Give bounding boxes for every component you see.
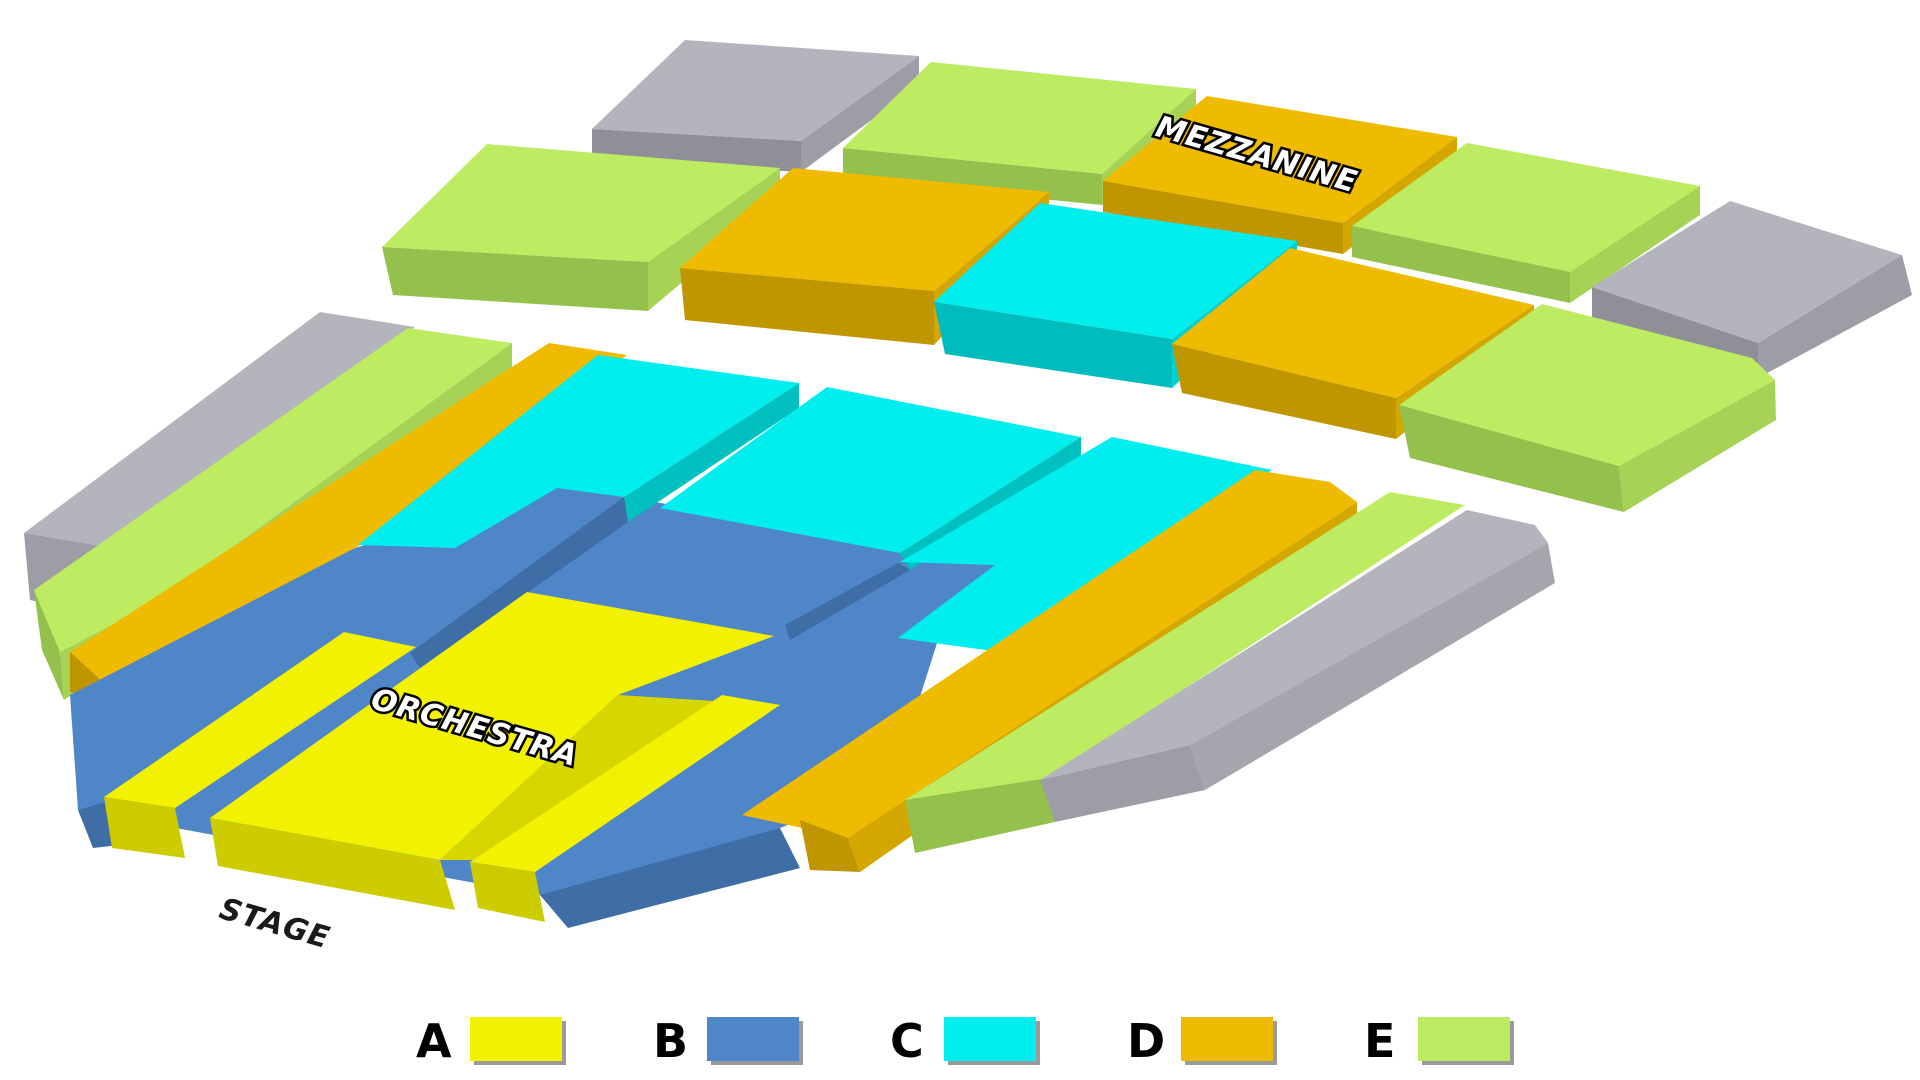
- legend-swatch: [707, 1017, 799, 1061]
- legend-swatch: [1181, 1017, 1273, 1061]
- orch-block-cyan-right[interactable]: [898, 437, 1272, 652]
- legend-item-b: B: [653, 1014, 803, 1068]
- orch-strip-grey-right[interactable]: [1040, 510, 1555, 822]
- legend-swatch: [944, 1017, 1036, 1061]
- legend-item-c: C: [890, 1014, 1040, 1068]
- orch-block-cyan-left[interactable]: [358, 355, 799, 548]
- legend-letter: A: [416, 1014, 452, 1068]
- orch-strip-green-right[interactable]: [905, 492, 1465, 853]
- legend-swatch: [1418, 1017, 1510, 1061]
- legend-item-e: E: [1364, 1014, 1514, 1068]
- orch-blue-ridge-1: [410, 497, 628, 668]
- stage-label: STAGE: [215, 891, 333, 956]
- legend-swatch: [470, 1017, 562, 1061]
- legend-item-a: A: [416, 1014, 566, 1068]
- orchestra-section: ORCHESTRA: [24, 312, 1555, 928]
- legend-letter: B: [653, 1014, 688, 1068]
- orch-block-yellow-lower[interactable]: [470, 695, 780, 922]
- mezzanine-section: MEZZANINE: [382, 40, 1912, 512]
- orch-block-yellow-left[interactable]: [104, 632, 416, 858]
- mezz-block-green-back-2[interactable]: [1352, 143, 1700, 303]
- legend-item-d: D: [1127, 1014, 1277, 1068]
- price-legend: A B C D E: [416, 1014, 1514, 1068]
- legend-letter: C: [890, 1014, 924, 1068]
- legend-letter: E: [1364, 1014, 1395, 1068]
- mezz-block-green-front-right[interactable]: [1399, 304, 1776, 512]
- orch-blue-ridge-2: [785, 563, 910, 640]
- legend-letter: D: [1127, 1014, 1165, 1068]
